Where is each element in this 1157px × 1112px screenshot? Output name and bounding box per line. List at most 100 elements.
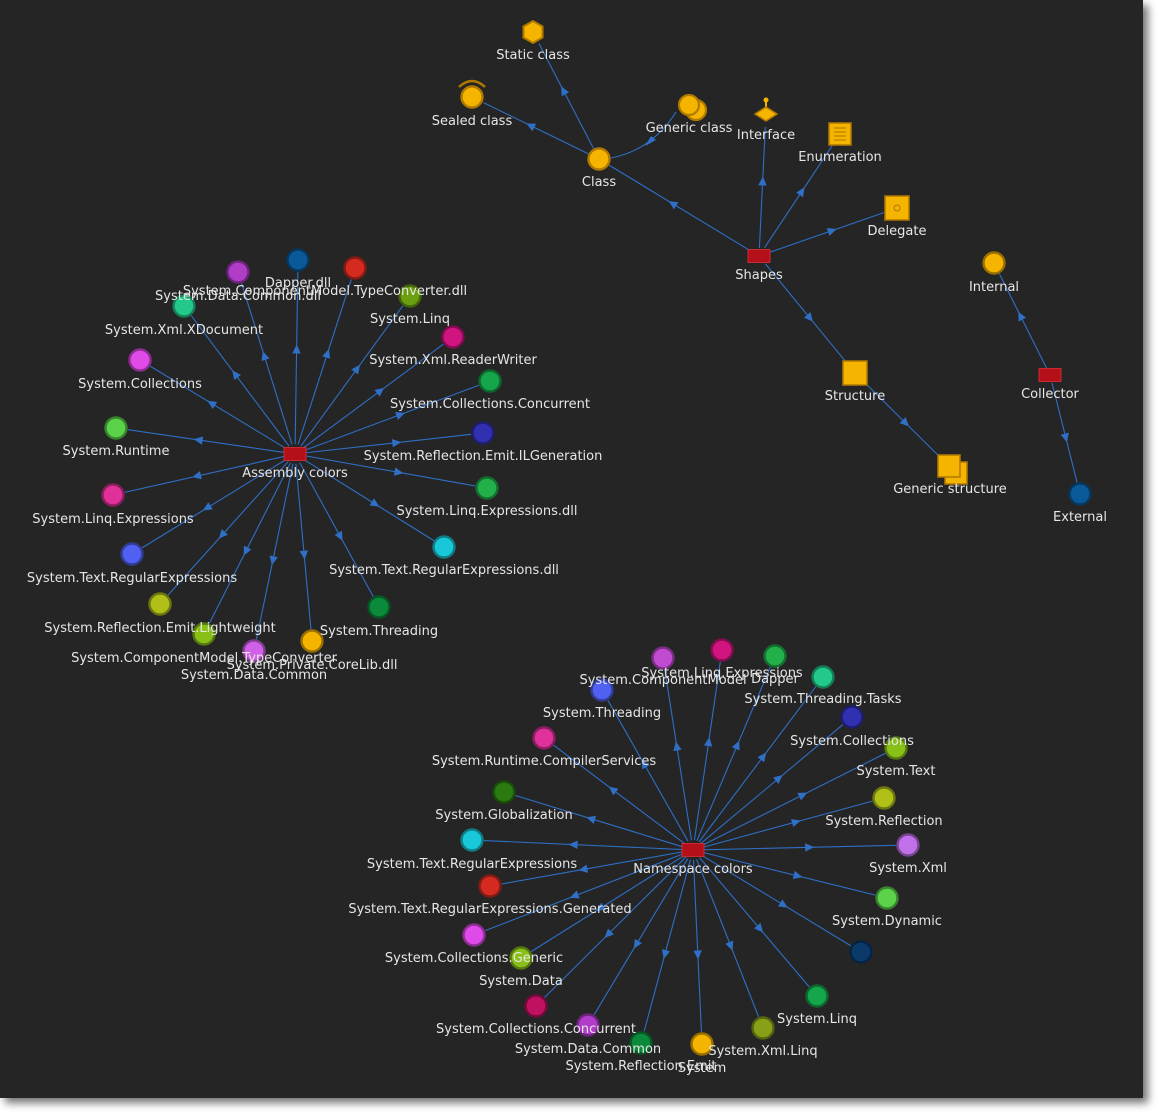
namespace-to-system-linq-expressions-arrow (703, 737, 713, 747)
namespace-system-linq-expressions-node[interactable] (710, 638, 734, 662)
assembly-system-private-corelib-dll-label: System.Private.CoreLib.dll (227, 658, 398, 673)
namespace-system-linq-node[interactable] (805, 984, 829, 1008)
shapes-to-interface-arrow (758, 176, 767, 186)
namespace-to-system-text-arrow (797, 792, 808, 801)
namespace-system-node[interactable] (690, 1032, 714, 1056)
namespace-system-collections-node[interactable] (840, 705, 864, 729)
namespace-system-reflection-emit-node[interactable] (629, 1031, 653, 1055)
assembly-to-system-componentmodel-typeconverter-dll-arrow (322, 348, 331, 359)
internal-label: Internal (969, 280, 1019, 295)
assembly-system-text-regularexpressions-label: System.Text.RegularExpressions (27, 571, 237, 586)
interface-icon[interactable] (753, 97, 779, 122)
assembly-to-system-collections-concurrent-edge (304, 384, 479, 452)
namespace-to-system-xml-linq-edge (696, 859, 760, 1018)
namespace-system-text-regularexpressions-generated-node[interactable] (478, 874, 502, 898)
namespace-to-system-reflection-arrow (791, 818, 801, 828)
assembly-system-data-common-dll-node[interactable] (226, 260, 250, 284)
namespace-system-data-node[interactable] (509, 946, 533, 970)
structure-to-genstruct-arrow (899, 417, 910, 427)
namespace-hub[interactable] (681, 843, 705, 857)
shapes-to-class-arrow (668, 201, 679, 210)
external-node[interactable] (1068, 482, 1092, 506)
assembly-system-data-common-node[interactable] (242, 639, 266, 663)
assembly-system-linq-expressions-dll-node[interactable] (475, 476, 499, 500)
assembly-system-reflection-emit-lightweight-node[interactable] (148, 592, 172, 616)
namespace-system-globalization-node[interactable] (492, 780, 516, 804)
namespace-system-componentmodel-node[interactable] (651, 646, 675, 670)
assembly-system-linq-node[interactable] (398, 284, 422, 308)
namespace-system-threading-tasks-node[interactable] (811, 665, 835, 689)
assembly-system-linq-expressions-node[interactable] (101, 483, 125, 507)
assembly-dapper-dll-node[interactable] (286, 248, 310, 272)
namespace-to-node-14-arrow (778, 899, 788, 908)
assembly-system-text-regularexpressions-dll-node[interactable] (432, 535, 456, 559)
assembly-system-collections-concurrent-node[interactable] (478, 369, 502, 393)
assembly-system-reflection-emit-ilgeneration-node[interactable] (471, 421, 495, 445)
assembly-system-collections-node[interactable] (128, 348, 152, 372)
namespace-to-node-14-edge (701, 854, 852, 947)
namespace-system-xml-linq-node[interactable] (751, 1016, 775, 1040)
assembly-system-xml-xdocument-node[interactable] (172, 294, 196, 318)
assembly-to-system-data-common-edge (255, 463, 294, 640)
namespace-system-collections-concurrent-label: System.Collections.Concurrent (436, 1022, 636, 1037)
sealed-class-icon[interactable] (458, 79, 486, 109)
namespace-to-system-reflection-edge (702, 800, 873, 848)
assembly-system-runtime-node[interactable] (104, 416, 128, 440)
namespace-system-text-regularexpressions-node[interactable] (460, 828, 484, 852)
assembly-system-private-corelib-dll-node[interactable] (300, 629, 324, 653)
assembly-to-system-text-regularexpressions-dll-edge (303, 458, 435, 542)
assembly-system-reflection-emit-lightweight-label: System.Reflection.Emit.Lightweight (44, 621, 275, 636)
delegate-icon[interactable] (884, 195, 910, 221)
collector-to-internal-edge (998, 273, 1047, 369)
namespace-to-system-collections-generic-arrow (569, 890, 580, 899)
shapes-to-class-edge (608, 164, 751, 252)
namespace-system-xml-node[interactable] (896, 833, 920, 857)
namespace-node-14-node[interactable] (849, 940, 873, 964)
assembly-hub[interactable] (283, 447, 307, 461)
namespace-system-linq-expressions-label: System.Linq.Expressions (641, 666, 803, 681)
assembly-system-threading-label: System.Threading (320, 624, 438, 639)
assembly-system-threading-node[interactable] (367, 595, 391, 619)
generic-structure-icon[interactable] (937, 454, 968, 485)
namespace-system-threading-tasks-label: System.Threading.Tasks (744, 692, 901, 707)
namespace-system-data-common-node[interactable] (576, 1013, 600, 1037)
internal-node[interactable] (982, 251, 1006, 275)
shapes-hub[interactable] (747, 249, 771, 263)
class-icon[interactable] (587, 147, 611, 171)
assembly-system-xml-readerwriter-node[interactable] (441, 325, 465, 349)
namespace-system-text-regularexpressions-generated-label: System.Text.RegularExpressions.Generated (348, 902, 631, 917)
namespace-dapper-label: Dapper (751, 672, 799, 687)
generic-class-icon[interactable] (677, 93, 708, 122)
namespace-system-collections-concurrent-node[interactable] (524, 994, 548, 1018)
assembly-system-collections-label: System.Collections (78, 377, 202, 392)
shapes-to-enum-edge (764, 145, 833, 248)
assembly-to-system-data-common-dll-edge (241, 283, 293, 445)
collector-hub[interactable] (1038, 368, 1062, 382)
assembly-system-componentmodel-typeconverter-dll-node[interactable] (343, 256, 367, 280)
namespace-system-collections-generic-node[interactable] (462, 923, 486, 947)
shapes-to-structure-edge (764, 263, 847, 363)
shapes-to-enum-arrow (796, 187, 805, 198)
namespace-to-system-collections-generic-edge (484, 853, 684, 932)
assembly-to-system-reflection-emit-lightweight-arrow (218, 529, 228, 539)
namespace-system-reflection-node[interactable] (872, 786, 896, 810)
namespace-to-system-globalization-edge (515, 794, 684, 848)
structure-icon[interactable] (842, 360, 868, 386)
namespace-system-threading-node[interactable] (590, 678, 614, 702)
assembly-system-text-regularexpressions-node[interactable] (120, 542, 144, 566)
namespace-system-runtime-compilerservices-node[interactable] (532, 726, 556, 750)
assembly-to-system-data-common-dll-arrow (261, 351, 270, 361)
namespace-system-text-node[interactable] (884, 736, 908, 760)
namespace-dapper-node[interactable] (763, 644, 787, 668)
assembly-dapper-dll-label: Dapper.dll (265, 276, 331, 291)
edges-layer (124, 43, 1078, 1033)
namespace-system-dynamic-node[interactable] (875, 886, 899, 910)
static-class-icon[interactable] (522, 19, 544, 45)
assembly-to-system-xml-readerwriter-arrow (374, 387, 385, 397)
assembly-system-componentmodel-typeconverter-node[interactable] (192, 622, 216, 646)
assembly-to-system-data-common-arrow (269, 555, 278, 566)
enumeration-icon[interactable] (828, 122, 852, 146)
